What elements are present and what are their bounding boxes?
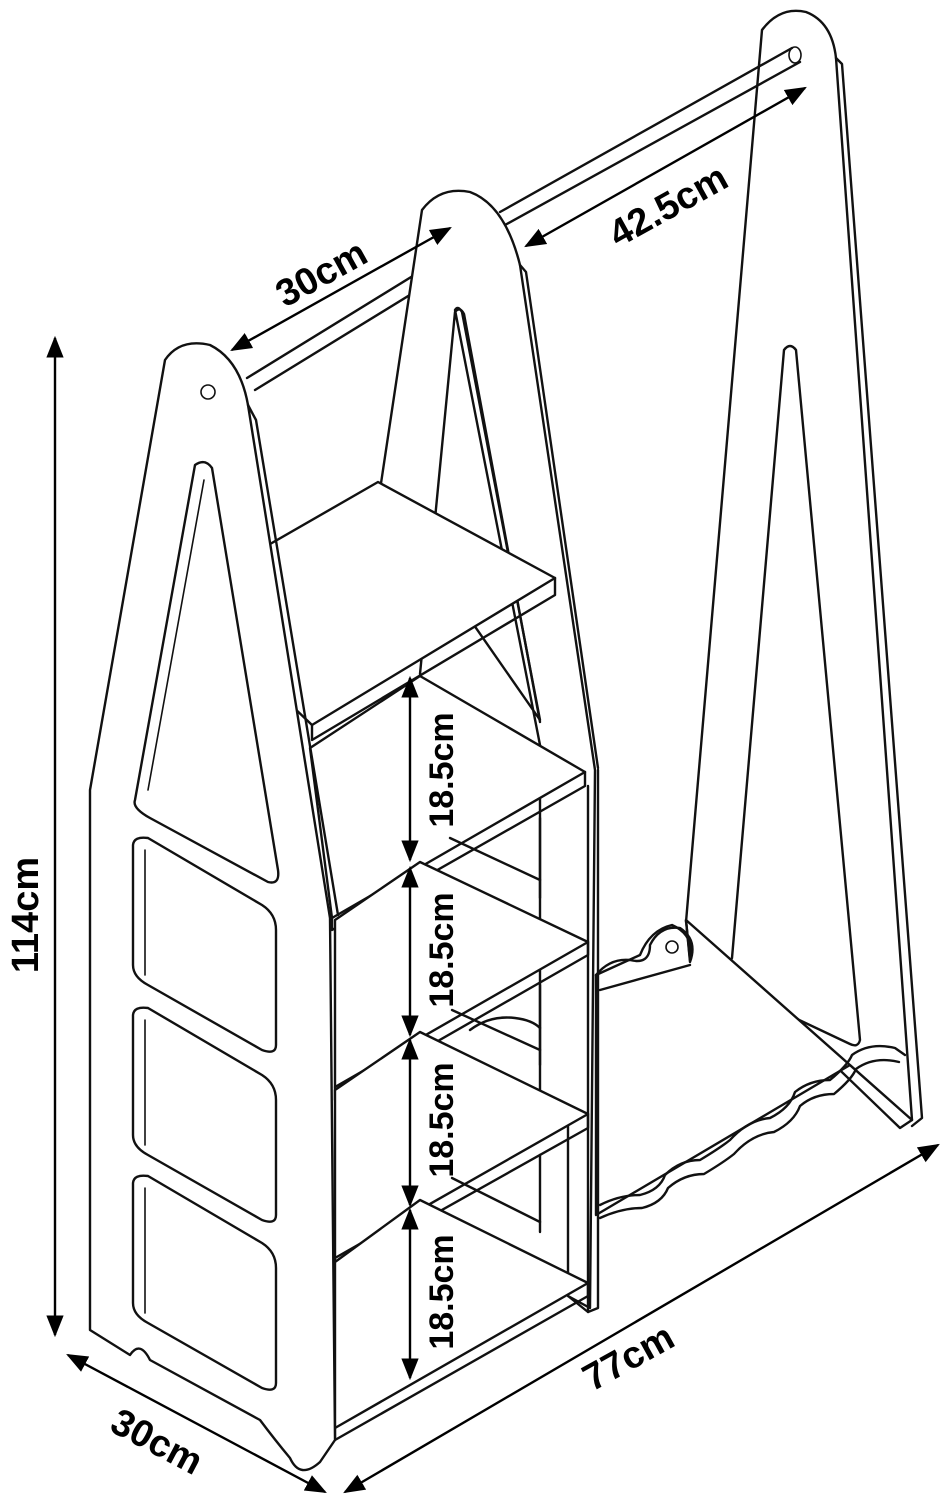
dim-rail-width: [524, 86, 807, 248]
label-shelf-gap-3: 18.5cm: [423, 1062, 461, 1177]
label-total-width: 77cm: [576, 1316, 681, 1400]
dim-total-width: [343, 1143, 940, 1494]
middle-a-frame: [378, 189, 600, 1310]
label-shelf-gap-2: 18.5cm: [423, 892, 461, 1007]
dim-base-depth: [66, 1353, 327, 1494]
label-height: 114cm: [5, 857, 47, 973]
label-top-depth: 30cm: [269, 232, 374, 316]
label-shelf-gap-4: 18.5cm: [423, 1234, 461, 1349]
dim-top-depth: [230, 226, 452, 352]
label-rail-width: 42.5cm: [602, 157, 735, 256]
dimension-lines: [46, 86, 940, 1494]
label-base-depth: 30cm: [104, 1401, 210, 1484]
front-a-frame: [88, 342, 340, 1472]
label-shelf-gap-1: 18.5cm: [423, 712, 461, 827]
